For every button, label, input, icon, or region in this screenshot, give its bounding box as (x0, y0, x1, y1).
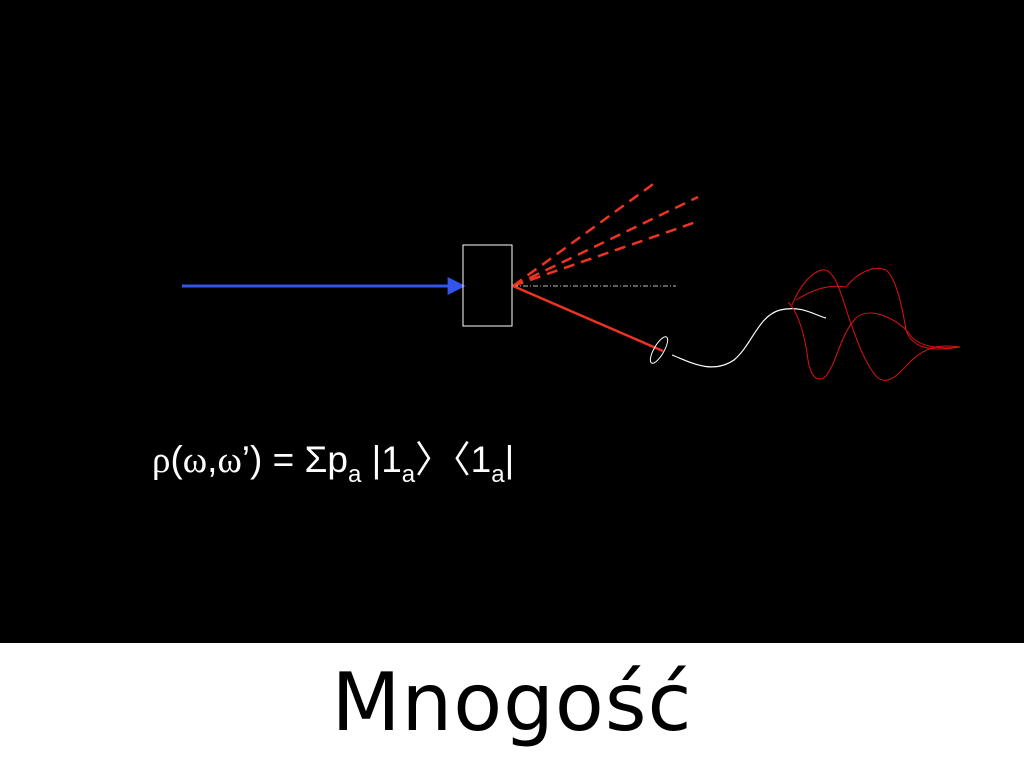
omega-symbol: ω (182, 440, 208, 481)
fiber-cable (671, 308, 827, 368)
beam-splitter-box (462, 244, 513, 327)
formula-p: p (327, 439, 348, 480)
formula-bra: 〉〈1 (415, 439, 492, 480)
diagram (182, 180, 961, 381)
dashed-beam-3 (512, 220, 697, 288)
dashed-beam-2 (512, 195, 699, 288)
sigma-symbol: Σ (304, 439, 328, 480)
slide-caption: Mnogość (331, 656, 693, 749)
formula-ket: |1 (361, 439, 402, 480)
output-beam (512, 284, 664, 353)
formula-equals: ’) = (241, 439, 305, 480)
slide-canvas: ρ(ω,ω’) = Σpa |1a〉〈1a| (0, 0, 1024, 643)
formula-open-paren: ( (170, 439, 183, 480)
subscript-a-1: a (347, 461, 362, 488)
photon-detector-icon (649, 336, 669, 364)
dashed-beam-1 (512, 180, 657, 288)
subscript-a-3: a (491, 461, 505, 488)
wavepacket-icon (787, 267, 961, 381)
density-matrix-formula: ρ(ω,ω’) = Σpa |1a〉〈1a| (152, 436, 515, 488)
caption-bar: Mnogość (0, 643, 1024, 768)
subscript-a-2: a (401, 461, 416, 488)
formula-comma: , (207, 439, 218, 480)
omega-prime-symbol: ω (217, 440, 242, 481)
rho-symbol: ρ (152, 440, 171, 481)
formula-bar: | (504, 439, 515, 480)
